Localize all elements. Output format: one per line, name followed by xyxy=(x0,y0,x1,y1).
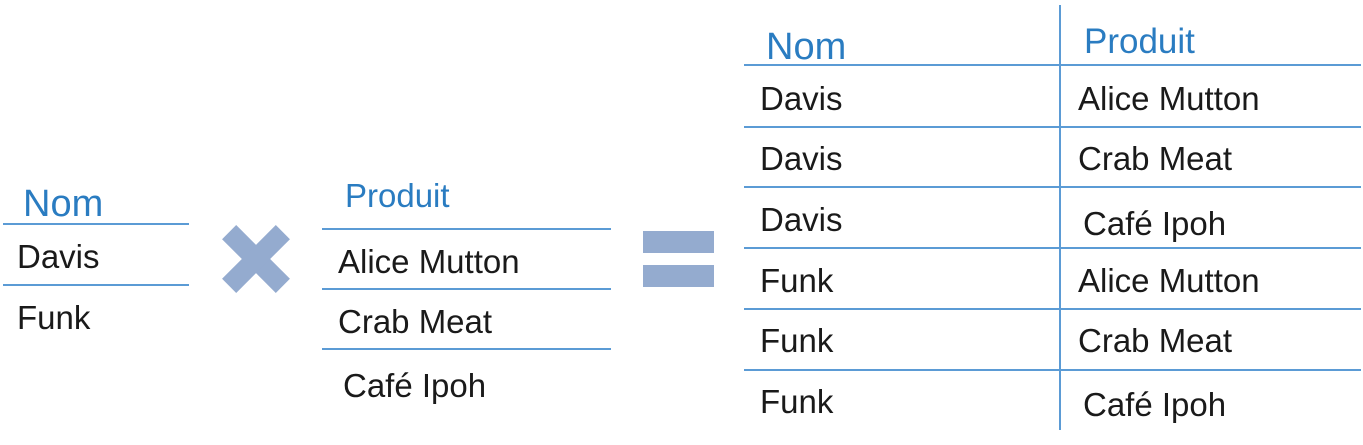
result-table-row-rule xyxy=(744,247,1361,249)
result-table-column-divider xyxy=(1059,5,1061,430)
left-table-header-rule xyxy=(3,223,189,225)
equals-bar-bottom xyxy=(643,265,714,287)
result-table-cell: Crab Meat xyxy=(1078,322,1233,359)
multiply-icon xyxy=(222,225,290,293)
result-table-cell: Davis xyxy=(760,140,843,177)
middle-table-cell: Café Ipoh xyxy=(343,367,487,404)
result-table-cell: Davis xyxy=(760,201,843,238)
middle-table-row-rule xyxy=(322,288,611,290)
middle-table-cell: Crab Meat xyxy=(338,303,493,340)
result-table-row-rule xyxy=(744,308,1361,310)
result-table-header-produit: Produit xyxy=(1084,22,1195,61)
result-table-header-rule xyxy=(744,64,1361,66)
middle-table-cell: Alice Mutton xyxy=(338,243,520,280)
middle-table-header: Produit xyxy=(345,177,450,214)
result-table-row-rule xyxy=(744,126,1361,128)
left-table-row-rule xyxy=(3,284,189,286)
result-table-cell: Funk xyxy=(760,383,834,420)
left-table-header: Nom xyxy=(23,183,104,225)
result-table-cell: Café Ipoh xyxy=(1083,205,1227,242)
result-table-header-nom: Nom xyxy=(766,26,847,68)
left-table-cell: Davis xyxy=(17,238,100,275)
result-table-row-rule xyxy=(744,369,1361,371)
left-table-cell: Funk xyxy=(17,299,91,336)
result-table-row-rule xyxy=(744,186,1361,188)
middle-table-row-rule xyxy=(322,348,611,350)
result-table-cell: Funk xyxy=(760,322,834,359)
result-table-cell: Funk xyxy=(760,262,834,299)
result-table-cell: Alice Mutton xyxy=(1078,80,1260,117)
result-table-cell: Davis xyxy=(760,80,843,117)
middle-table-header-rule xyxy=(322,228,611,230)
result-table-cell: Crab Meat xyxy=(1078,140,1233,177)
result-table-cell: Alice Mutton xyxy=(1078,262,1260,299)
result-table-cell: Café Ipoh xyxy=(1083,386,1227,423)
equals-bar-top xyxy=(643,231,714,253)
